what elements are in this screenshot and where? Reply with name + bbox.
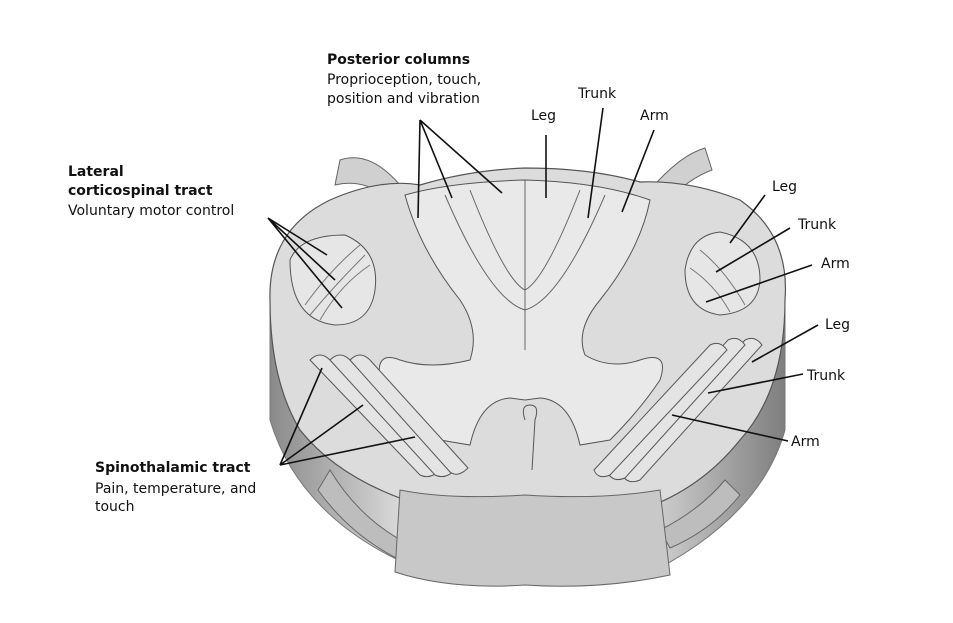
- leader-lines: [267, 107, 819, 466]
- posterior-columns-desc-2: position and vibration: [327, 91, 480, 107]
- corticospinal-trunk-label: Trunk: [798, 217, 837, 233]
- corticospinal-arm-label: Arm: [821, 256, 850, 272]
- right-corticospinal-divisions: [689, 249, 746, 313]
- spinothalamic-trunk-label: Trunk: [807, 368, 846, 384]
- posterior-trunk-label: Trunk: [578, 86, 617, 102]
- left-corticospinal-divisions: [304, 244, 371, 321]
- spinothalamic-desc-2: touch: [95, 499, 135, 515]
- right-ventral-root: [659, 479, 741, 549]
- posterior-columns-title: Posterior columns: [327, 52, 471, 68]
- spinothalamic-arm-label: Arm: [791, 434, 820, 450]
- lateral-corticospinal-title-1: Lateral: [68, 164, 124, 180]
- spinothalamic-desc-1: Pain, temperature, and: [95, 481, 257, 497]
- posterior-arm-label: Arm: [640, 108, 669, 124]
- anterior-band: [394, 489, 671, 587]
- lateral-corticospinal-title-2: corticospinal tract: [68, 183, 213, 199]
- spinothalamic-title: Spinothalamic tract: [95, 460, 251, 476]
- posterior-leg-label: Leg: [531, 108, 557, 124]
- lateral-corticospinal-desc: Voluntary motor control: [68, 203, 235, 219]
- posterior-column-divisions: [444, 180, 606, 350]
- right-spinothalamic-tract: [593, 337, 763, 483]
- spinothalamic-leg-label: Leg: [825, 317, 851, 333]
- posterior-columns-desc-1: Proprioception, touch,: [327, 72, 482, 88]
- corticospinal-leg-label: Leg: [772, 179, 798, 195]
- gray-matter: [378, 179, 663, 446]
- anterior-fissure: [522, 404, 538, 471]
- left-spinothalamic-tract: [309, 354, 469, 478]
